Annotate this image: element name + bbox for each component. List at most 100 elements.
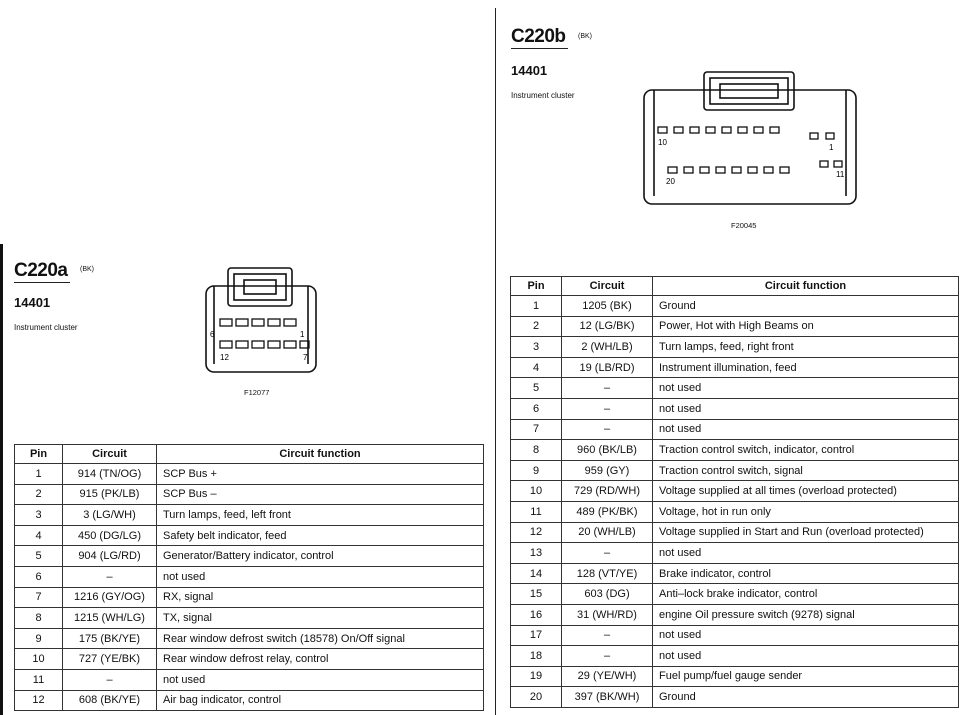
function-cell: not used [156,668,484,691]
circuit-cell: 1216 (GY/OG) [62,586,157,609]
function-cell: Turn lamps, feed, left front [156,504,484,526]
table-row: 11–not used [14,668,484,691]
circuit-cell: – [561,397,653,420]
function-cell: Voltage, hot in run only [652,500,959,523]
pin-label-bottom-left: 12 [220,353,229,362]
function-cell: Rear window defrost relay, control [156,648,484,670]
pin-label-bottom-right: 11 [836,170,845,179]
pin-cell: 5 [14,545,63,567]
connector-name: C220b [511,26,568,49]
pin-cell: 20 [510,686,562,708]
function-cell: Air bag indicator, control [156,689,484,712]
pin-label-top-right: 1 [300,330,305,339]
pin-cell: 6 [14,565,63,588]
header-pin: Pin [14,444,63,464]
circuit-cell: 128 (VT/YE) [561,562,653,585]
column-divider [495,8,496,715]
circuit-cell: 959 (GY) [561,459,653,482]
circuit-cell: 603 (DG) [561,583,653,605]
pin-cell: 3 [14,504,63,526]
function-cell: not used [652,624,959,647]
circuit-cell: – [561,645,653,667]
table-row: 5–not used [510,377,959,399]
pin-cell: 7 [510,418,562,441]
circuit-cell: 904 (LG/RD) [62,545,157,567]
function-cell: Anti–lock brake indicator, control [652,583,959,605]
function-cell: TX, signal [156,607,484,629]
pin-cell: 13 [510,542,562,564]
function-cell: Brake indicator, control [652,562,959,585]
circuit-cell: – [62,565,157,588]
pin-cell: 15 [510,583,562,605]
table-row: 6–not used [510,397,959,420]
circuit-cell: 19 (LB/RD) [561,356,653,379]
circuit-cell: 29 (YE/WH) [561,665,653,688]
pin-cell: 1 [14,463,63,485]
table-row: 6–not used [14,565,484,588]
circuit-cell: – [561,377,653,399]
connector-color: (BK) [578,33,592,40]
pin-cell: 9 [510,459,562,482]
header-circuit: Circuit [62,444,157,464]
figure-id: F20045 [731,221,757,230]
function-cell: not used [652,377,959,399]
header-circuit: Circuit [561,276,653,296]
circuit-cell: – [561,418,653,441]
pin-cell: 4 [510,356,562,379]
pin-cell: 14 [510,562,562,585]
pin-cell: 12 [510,521,562,544]
table-header-row: Pin Circuit Circuit function [510,276,959,296]
circuit-cell: 175 (BK/YE) [62,627,157,650]
pin-label-bottom-left: 20 [666,177,675,186]
header-function: Circuit function [156,444,484,464]
function-cell: Traction control switch, indicator, cont… [652,439,959,461]
circuit-cell: 1215 (WH/LG) [62,607,157,629]
pin-cell: 19 [510,665,562,688]
part-number: 14401 [14,295,51,310]
pin-cell: 9 [14,627,63,650]
circuit-cell: 450 (DG/LG) [62,524,157,547]
pin-cell: 6 [510,397,562,420]
function-cell: Traction control switch, signal [652,459,959,482]
function-cell: not used [652,542,959,564]
circuit-cell: 397 (BK/WH) [561,686,653,708]
pin-cell: 5 [510,377,562,399]
function-cell: Ground [652,686,959,708]
circuit-cell: 489 (PK/BK) [561,500,653,523]
circuit-cell: – [561,542,653,564]
pin-cell: 10 [510,480,562,502]
pin-cell: 11 [14,668,63,691]
table-header-row: Pin Circuit Circuit function [14,444,484,464]
circuit-cell: – [62,668,157,691]
function-cell: not used [652,397,959,420]
function-cell: not used [652,418,959,441]
function-cell: Turn lamps, feed, right front [652,336,959,358]
circuit-cell: 729 (RD/WH) [561,480,653,502]
pin-cell: 7 [14,586,63,609]
function-cell: Fuel pump/fuel gauge sender [652,665,959,688]
connector-c220a-diagram: 6 1 12 7 [205,267,317,373]
table-row: 18–not used [510,645,959,667]
function-cell: not used [652,645,959,667]
circuit-cell: 3 (LG/WH) [62,504,157,526]
circuit-cell: 1205 (BK) [561,295,653,317]
pin-cell: 10 [14,648,63,670]
function-cell: SCP Bus – [156,483,484,506]
pin-cell: 1 [510,295,562,317]
function-cell: Voltage supplied in Start and Run (overl… [652,521,959,544]
circuit-cell: – [561,624,653,647]
pin-cell: 2 [14,483,63,506]
